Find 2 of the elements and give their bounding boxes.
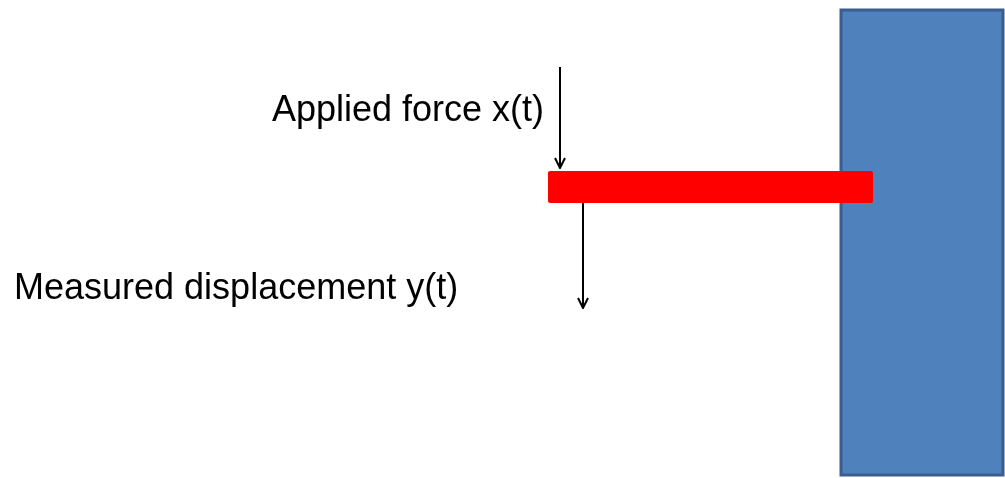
label-text: Measured displacement y(t) — [14, 266, 459, 308]
label-text: Applied force x(t) — [271, 88, 544, 130]
